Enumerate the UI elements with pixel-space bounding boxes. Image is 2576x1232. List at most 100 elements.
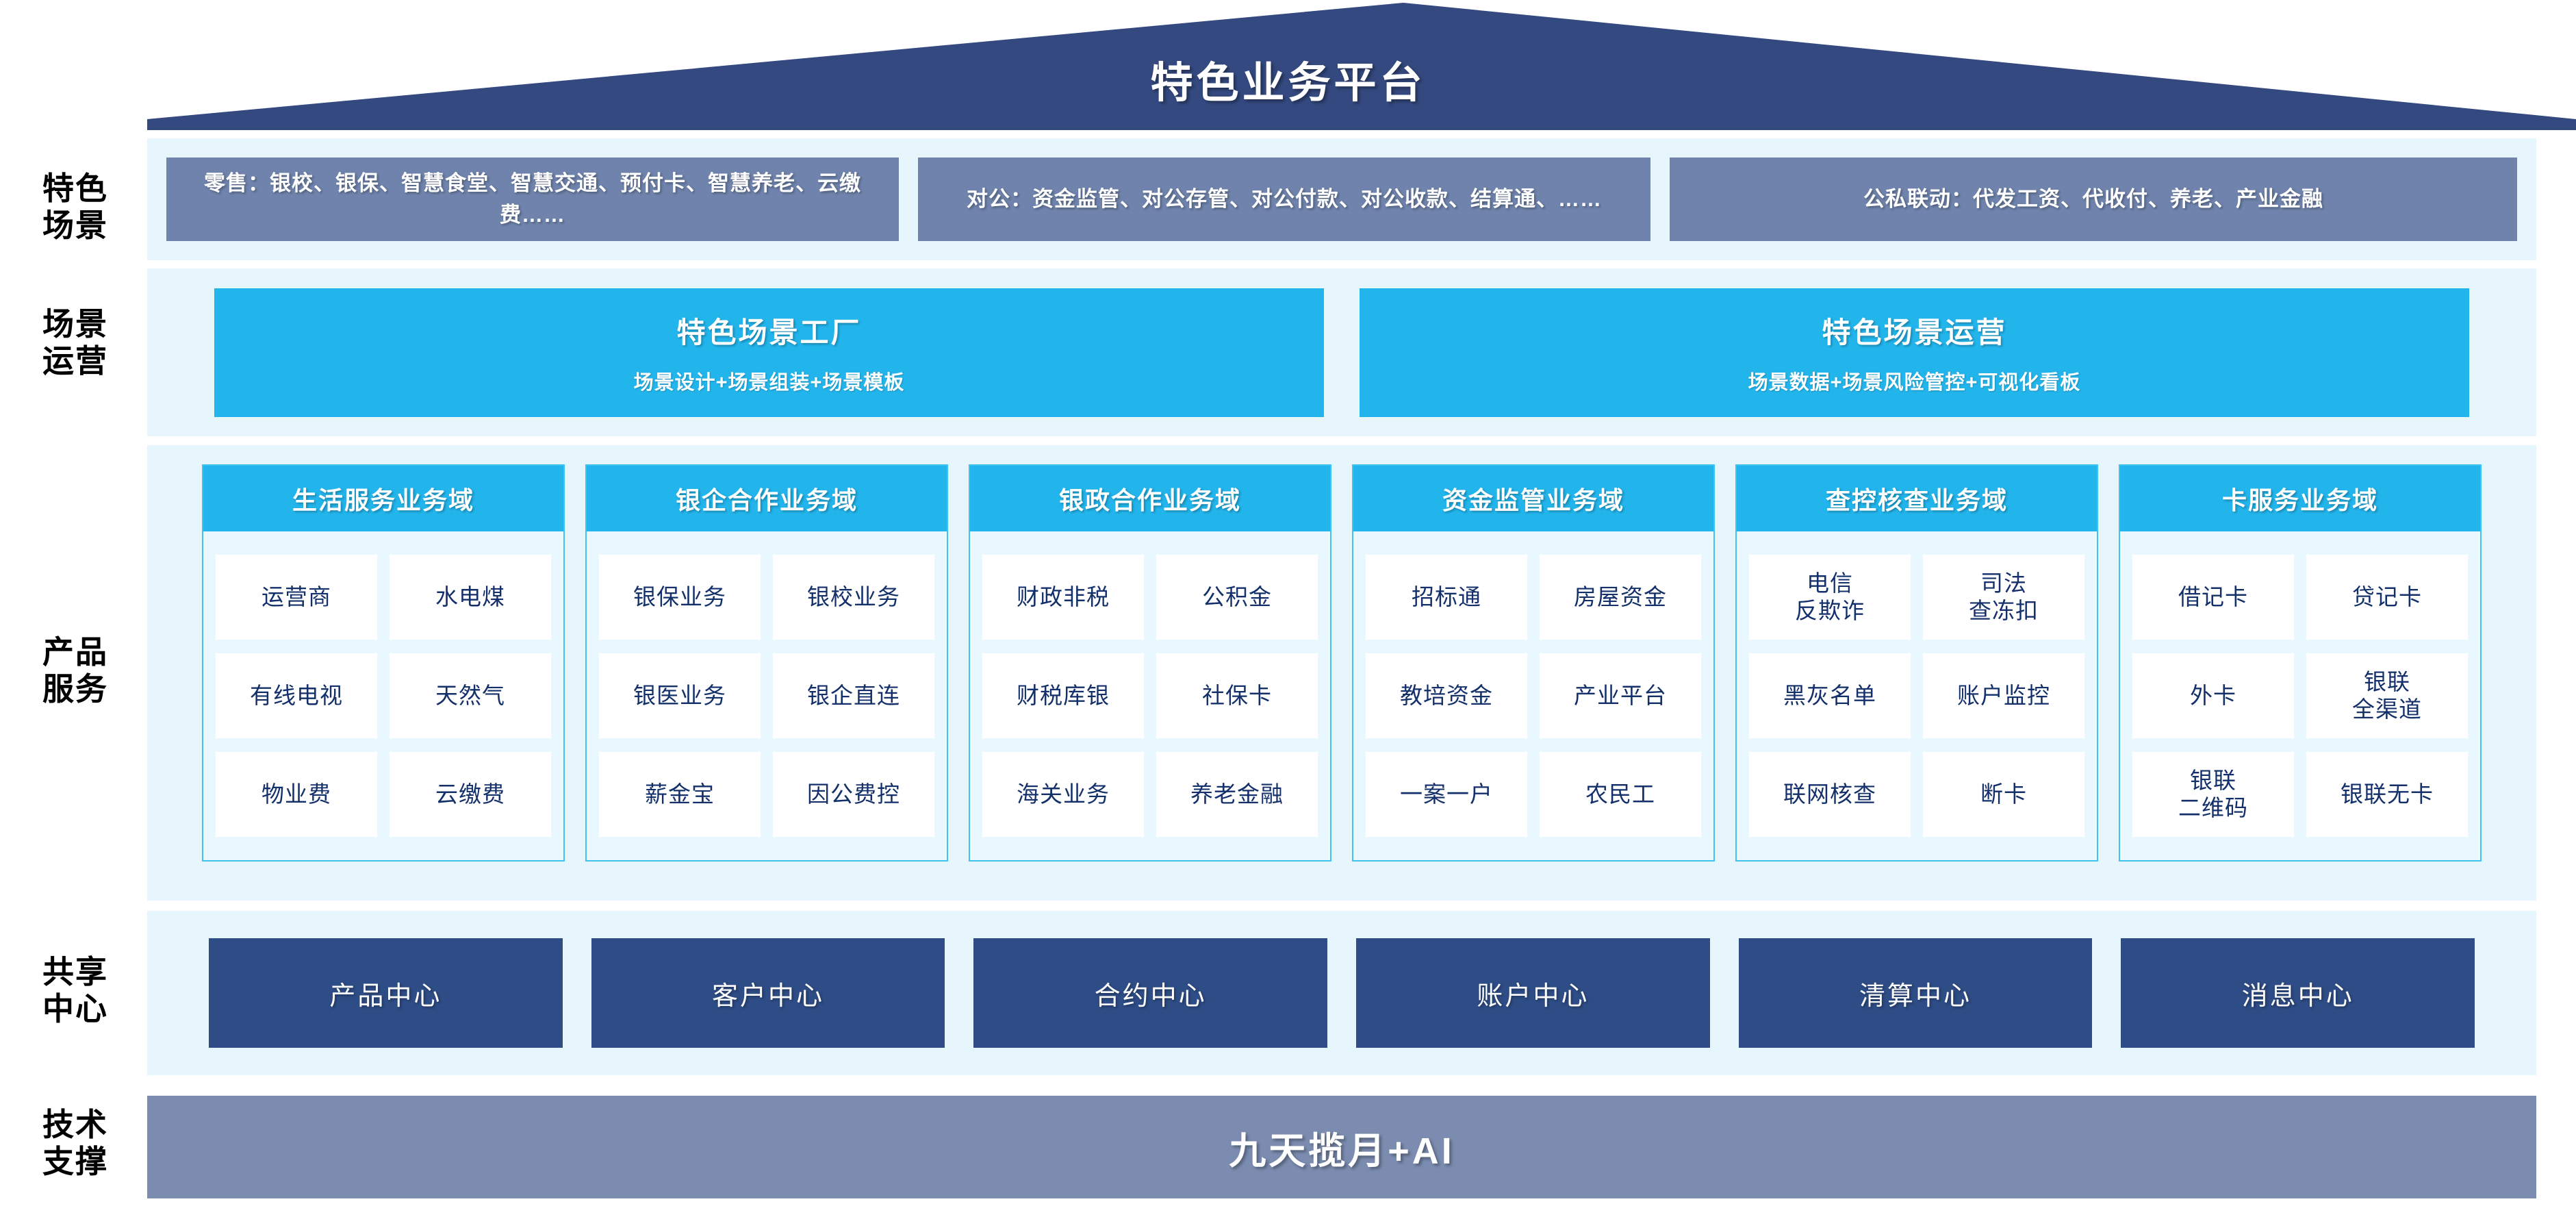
domain-cell[interactable]: 因公费控 (773, 752, 934, 837)
domain-cell[interactable]: 司法 查冻扣 (1923, 555, 2084, 640)
domain-card-investigation-control[interactable]: 查控核查业务域 电信 反欺诈 司法 查冻扣 黑灰名单 账户监控 联网核查 断卡 (1735, 464, 2098, 862)
domain-row: 借记卡 贷记卡 (2132, 555, 2468, 640)
domain-cell[interactable]: 养老金融 (1156, 752, 1318, 837)
row-label-tech-l1: 技术 (42, 1107, 108, 1142)
domain-title-bank-government: 银政合作业务域 (970, 466, 1330, 531)
shared-center-contract[interactable]: 合约中心 (973, 938, 1328, 1048)
domain-row: 黑灰名单 账户监控 (1749, 653, 2084, 738)
domain-cell[interactable]: 财政非税 (982, 555, 1144, 640)
tech-support-bar[interactable]: 九天揽月+AI (147, 1096, 2536, 1198)
domain-cell[interactable]: 银医业务 (599, 653, 761, 738)
shared-center-account[interactable]: 账户中心 (1356, 938, 1710, 1048)
domain-card-life-service[interactable]: 生活服务业务域 运营商 水电煤 有线电视 天然气 物业费 云缴费 (202, 464, 565, 862)
domain-card-fund-supervision[interactable]: 资金监管业务域 招标通 房屋资金 教培资金 产业平台 一案一户 农民工 (1352, 464, 1715, 862)
domain-cell[interactable]: 运营商 (216, 555, 377, 640)
domain-row: 招标通 房屋资金 (1366, 555, 1701, 640)
domain-cell[interactable]: 银联无卡 (2306, 752, 2468, 837)
row-label-tech: 技术 支撑 (7, 1106, 144, 1181)
domain-row: 银医业务 银企直连 (599, 653, 934, 738)
domain-cell[interactable]: 银企直连 (773, 653, 934, 738)
domain-title-fund-supervision: 资金监管业务域 (1353, 466, 1713, 531)
domain-row: 联网核查 断卡 (1749, 752, 2084, 837)
domain-row: 银联 二维码 银联无卡 (2132, 752, 2468, 837)
row-label-tech-l2: 支撑 (42, 1144, 108, 1180)
domain-row: 运营商 水电煤 (216, 555, 551, 640)
domain-cell[interactable]: 公积金 (1156, 555, 1318, 640)
row-label-operations-l2: 运营 (42, 343, 108, 379)
shared-center-clearing[interactable]: 清算中心 (1738, 938, 2093, 1048)
domain-card-bank-enterprise[interactable]: 银企合作业务域 银保业务 银校业务 银医业务 银企直连 薪金宝 因公费控 (585, 464, 948, 862)
domain-cell[interactable]: 农民工 (1540, 752, 1701, 837)
row-label-operations: 场景 运营 (7, 305, 144, 380)
domain-card-bank-government[interactable]: 银政合作业务域 财政非税 公积金 财税库银 社保卡 海关业务 养老金融 (969, 464, 1331, 862)
domain-cell[interactable]: 有线电视 (216, 653, 377, 738)
page-title: 特色业务平台 (1150, 60, 1426, 107)
domain-row: 物业费 云缴费 (216, 752, 551, 837)
domain-cell[interactable]: 银校业务 (773, 555, 934, 640)
domain-cell[interactable]: 账户监控 (1923, 653, 2084, 738)
operations-box-scene-operation[interactable]: 特色场景运营 场景数据+场景风险管控+可视化看板 (1360, 288, 2469, 417)
domain-row: 有线电视 天然气 (216, 653, 551, 738)
operations-panel: 特色场景工厂 场景设计+场景组装+场景模板 特色场景运营 场景数据+场景风险管控… (147, 268, 2536, 436)
row-label-shared-l1: 共享 (42, 954, 108, 990)
row-label-scenarios-l2: 场景 (42, 208, 108, 244)
domain-title-card-service: 卡服务业务域 (2120, 466, 2480, 531)
domain-row: 一案一户 农民工 (1366, 752, 1701, 837)
domain-cell[interactable]: 银联 全渠道 (2306, 653, 2468, 738)
domain-cell[interactable]: 银联 二维码 (2132, 752, 2294, 837)
domain-cell[interactable]: 贷记卡 (2306, 555, 2468, 640)
domain-row: 薪金宝 因公费控 (599, 752, 934, 837)
domain-row: 海关业务 养老金融 (982, 752, 1318, 837)
domain-cell[interactable]: 招标通 (1366, 555, 1527, 640)
domain-cell[interactable]: 水电煤 (390, 555, 551, 640)
domain-cell[interactable]: 房屋资金 (1540, 555, 1701, 640)
operations-subtitle-scene-factory: 场景设计+场景组装+场景模板 (633, 372, 905, 394)
operations-title-scene-operation: 特色场景运营 (1822, 316, 2007, 349)
domain-title-investigation-control: 查控核查业务域 (1737, 466, 2097, 531)
platform-roof: 特色业务平台 (0, 0, 2576, 134)
domain-title-bank-enterprise: 银企合作业务域 (587, 466, 947, 531)
products-panel: 生活服务业务域 运营商 水电煤 有线电视 天然气 物业费 云缴费 银企合作业务域 (147, 445, 2536, 901)
row-label-products-l1: 产品 (42, 634, 108, 670)
operations-box-scene-factory[interactable]: 特色场景工厂 场景设计+场景组装+场景模板 (214, 288, 1324, 417)
row-label-products: 产品 服务 (7, 633, 144, 708)
domain-cell[interactable]: 借记卡 (2132, 555, 2294, 640)
scenarios-panel: 零售：银校、银保、智慧食堂、智慧交通、预付卡、智慧养老、云缴费…… 对公：资金监… (147, 138, 2536, 260)
domain-row: 电信 反欺诈 司法 查冻扣 (1749, 555, 2084, 640)
domain-cell[interactable]: 物业费 (216, 752, 377, 837)
domain-cell[interactable]: 薪金宝 (599, 752, 761, 837)
domain-cell[interactable]: 银保业务 (599, 555, 761, 640)
row-label-operations-l1: 场景 (42, 306, 108, 342)
scenario-box-retail[interactable]: 零售：银校、银保、智慧食堂、智慧交通、预付卡、智慧养老、云缴费…… (166, 158, 899, 241)
row-label-scenarios: 特色 场景 (7, 170, 144, 244)
shared-center-customer[interactable]: 客户中心 (591, 938, 945, 1048)
domain-card-card-service[interactable]: 卡服务业务域 借记卡 贷记卡 外卡 银联 全渠道 银联 二维码 银联无卡 (2119, 464, 2482, 862)
domain-cell[interactable]: 黑灰名单 (1749, 653, 1911, 738)
domain-cell[interactable]: 联网核查 (1749, 752, 1911, 837)
row-label-shared: 共享 中心 (7, 953, 144, 1028)
domain-title-life-service: 生活服务业务域 (203, 466, 563, 531)
row-label-shared-l2: 中心 (42, 991, 108, 1027)
row-label-products-l2: 服务 (42, 671, 108, 707)
row-label-scenarios-l1: 特色 (42, 171, 108, 206)
scenario-box-corporate[interactable]: 对公：资金监管、对公存管、对公付款、对公收款、结算通、…… (918, 158, 1650, 241)
domain-cell[interactable]: 海关业务 (982, 752, 1144, 837)
domain-cell[interactable]: 云缴费 (390, 752, 551, 837)
scenario-box-public-private[interactable]: 公私联动：代发工资、代收付、养老、产业金融 (1670, 158, 2517, 241)
operations-subtitle-scene-operation: 场景数据+场景风险管控+可视化看板 (1748, 372, 2081, 394)
shared-center-product[interactable]: 产品中心 (209, 938, 563, 1048)
domain-cell[interactable]: 教培资金 (1366, 653, 1527, 738)
domain-row: 银保业务 银校业务 (599, 555, 934, 640)
domain-cell[interactable]: 财税库银 (982, 653, 1144, 738)
domain-cell[interactable]: 社保卡 (1156, 653, 1318, 738)
domain-cell[interactable]: 电信 反欺诈 (1749, 555, 1911, 640)
domain-row: 财税库银 社保卡 (982, 653, 1318, 738)
shared-center-message[interactable]: 消息中心 (2121, 938, 2475, 1048)
domain-cell[interactable]: 天然气 (390, 653, 551, 738)
domain-cell[interactable]: 外卡 (2132, 653, 2294, 738)
domain-cell[interactable]: 断卡 (1923, 752, 2084, 837)
domain-cell[interactable]: 产业平台 (1540, 653, 1701, 738)
domain-cell[interactable]: 一案一户 (1366, 752, 1527, 837)
domain-row: 教培资金 产业平台 (1366, 653, 1701, 738)
domain-row: 财政非税 公积金 (982, 555, 1318, 640)
